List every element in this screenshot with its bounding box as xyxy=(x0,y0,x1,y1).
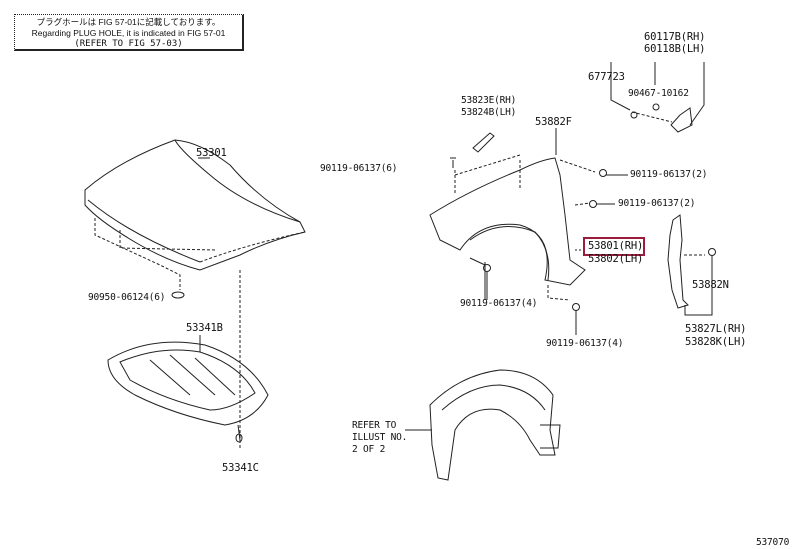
refer-line-3: 2 OF 2 xyxy=(352,444,386,455)
part-label-90119-right2[interactable]: 90119-06137(2) xyxy=(618,198,696,209)
note-line-en: Regarding PLUG HOLE, it is indicated in … xyxy=(31,28,226,38)
fender-liner-drawing xyxy=(405,369,561,481)
part-label-90119-lower-left[interactable]: 90119-06137(4) xyxy=(460,298,538,309)
part-label-90467[interactable]: 90467-10162 xyxy=(628,88,689,99)
part-label-53802[interactable]: 53802(LH) xyxy=(588,253,644,265)
note-line-refer: (REFER TO FIG 57-03) xyxy=(74,39,183,49)
part-label-53823e[interactable]: 53823E(RH) xyxy=(461,95,517,106)
part-label-60118b[interactable]: 60118B(LH) xyxy=(644,43,706,55)
part-label-90950[interactable]: 90950-06124(6) xyxy=(88,292,166,303)
engine-under-cover-drawing xyxy=(107,335,269,443)
part-label-90119-right1[interactable]: 90119-06137(2) xyxy=(630,169,708,180)
figure-code: 537070 xyxy=(756,537,790,548)
part-label-90119-top[interactable]: 90119-06137(6) xyxy=(320,163,398,174)
part-label-53301[interactable]: 53301 xyxy=(196,147,227,159)
part-label-53824b[interactable]: 53824B(LH) xyxy=(461,107,517,118)
hood-drawing xyxy=(84,139,306,448)
part-label-53341b[interactable]: 53341B xyxy=(186,322,223,334)
part-label-53882f[interactable]: 53882F xyxy=(535,116,572,128)
note-line-jp: プラグホールは FIG 57-01に記載しております。 xyxy=(36,17,221,27)
mudguard-drawing xyxy=(610,62,705,133)
part-label-53828k[interactable]: 53828K(LH) xyxy=(685,336,747,348)
part-label-90119-bottom[interactable]: 90119-06137(4) xyxy=(546,338,624,349)
part-label-53882n[interactable]: 53882N xyxy=(692,279,729,291)
part-label-60117b[interactable]: 60117B(RH) xyxy=(644,31,706,43)
fender-bracket-drawing xyxy=(667,214,716,316)
highlight-box xyxy=(583,237,645,256)
part-label-53827l[interactable]: 53827L(RH) xyxy=(685,323,747,335)
fender-drawing xyxy=(429,128,628,335)
part-label-677723[interactable]: 677723 xyxy=(588,71,625,83)
refer-line-2: ILLUST NO. xyxy=(352,432,408,443)
refer-line-1: REFER TO xyxy=(352,420,397,431)
part-label-53801[interactable]: 53801(RH) xyxy=(588,240,644,252)
part-label-53341c[interactable]: 53341C xyxy=(222,462,259,474)
plug-hole-note: プラグホールは FIG 57-01に記載しております。 Regarding PL… xyxy=(14,14,244,51)
